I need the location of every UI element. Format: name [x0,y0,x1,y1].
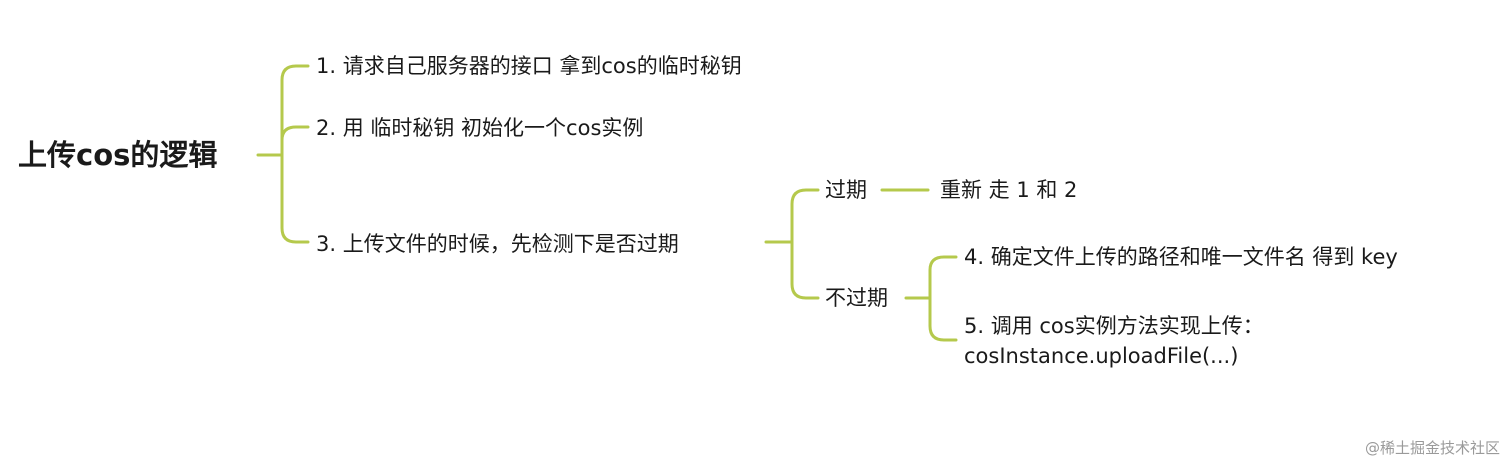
step-5-line-2: cosInstance.uploadFile(...) [964,344,1239,368]
not-expired-node: 不过期 [825,286,888,310]
expired-node: 过期 [825,178,867,202]
connector-main-spine [280,64,310,244]
connector-branch-spine [790,188,820,300]
step-1-node: 1. 请求自己服务器的接口 拿到cos的临时秘钥 [316,54,742,78]
step-4-node: 4. 确定文件上传的路径和唯一文件名 得到 key [964,245,1398,269]
watermark: @稀土掘金技术社区 [1364,439,1500,457]
expired-action-node: 重新 走 1 和 2 [940,178,1078,202]
connector-step2 [280,125,310,142]
connector-sub-spine [928,255,958,342]
root-node: 上传cos的逻辑 [18,138,218,172]
step-3-node: 3. 上传文件的时候，先检测下是否过期 [316,232,679,256]
step-2-node: 2. 用 临时秘钥 初始化一个cos实例 [316,116,644,140]
step-5-line-1: 5. 调用 cos实例方法实现上传： [964,314,1264,338]
